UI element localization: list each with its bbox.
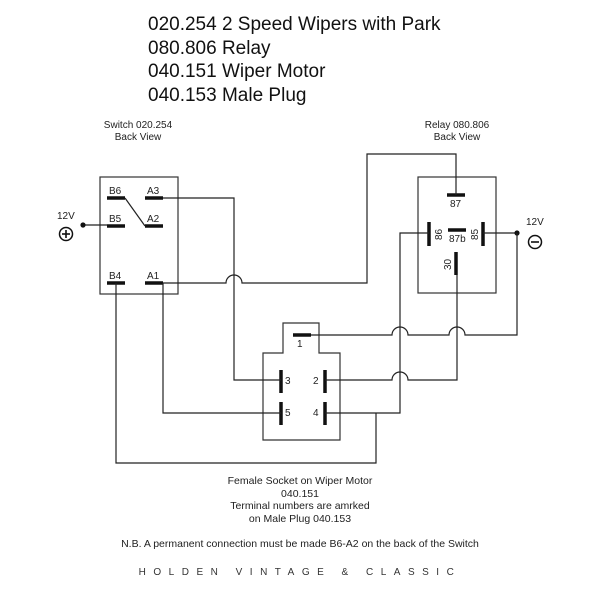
- label-85: 85: [470, 228, 481, 240]
- label-pin-3: 3: [285, 376, 291, 387]
- label-a3: A3: [147, 186, 160, 197]
- link-b6-a2: [124, 197, 146, 227]
- negative-voltage-label: 12V: [526, 217, 544, 228]
- label-86: 86: [434, 228, 445, 240]
- socket-caption-line2: 040.151: [281, 487, 319, 500]
- socket-caption-line4: on Male Plug 040.153: [248, 512, 352, 525]
- switch-label-line1: Switch 020.254: [103, 120, 173, 131]
- wire-pin2-relay30: [325, 275, 458, 381]
- positive-icon: [58, 226, 74, 242]
- label-87b: 87b: [449, 234, 466, 245]
- label-87: 87: [450, 199, 462, 210]
- label-a2: A2: [147, 214, 160, 225]
- brand-footer: HOLDEN VINTAGE & CLASSIC: [138, 567, 462, 578]
- wire-a1-relay87: [163, 153, 457, 284]
- relay-label: Relay 080.806 Back View: [407, 120, 507, 144]
- socket-caption-line3: Terminal numbers are amrked: [230, 500, 370, 512]
- relay-label-line1: Relay 080.806: [424, 120, 490, 131]
- wire-pin1-negative: [311, 233, 518, 336]
- positive-voltage-label: 12V: [57, 211, 75, 222]
- wire-a3-pin3: [163, 197, 281, 381]
- socket-caption-line1: Female Socket on Wiper Motor: [227, 475, 373, 487]
- title-line-2: 080.806 Relay: [148, 37, 271, 59]
- label-pin-1: 1: [297, 339, 303, 350]
- wire-pin4-relay86: [325, 232, 429, 414]
- label-pin-2: 2: [313, 376, 319, 387]
- permanent-connection-note: N.B. A permanent connection must be made…: [121, 538, 479, 550]
- positive-node: [80, 222, 86, 228]
- label-b6: B6: [109, 186, 122, 197]
- label-a1: A1: [147, 271, 160, 282]
- label-pin-4: 4: [313, 408, 319, 419]
- title-line-3: 040.151 Wiper Motor: [148, 61, 326, 82]
- title-line-4: 040.153 Male Plug: [148, 84, 307, 106]
- negative-icon: [527, 234, 543, 250]
- relay-label-line2: Back View: [433, 132, 481, 143]
- label-b4: B4: [109, 271, 122, 282]
- switch-label-line2: Back View: [114, 132, 162, 143]
- label-30: 30: [443, 258, 454, 270]
- switch-label: Switch 020.254 Back View: [88, 120, 188, 144]
- title-block: 020.254 2 Speed Wipers with Park 080.806…: [148, 13, 441, 107]
- wire-b4-pin4: [115, 283, 377, 464]
- plug-body: [262, 322, 341, 441]
- label-pin-5: 5: [285, 408, 291, 419]
- switch-body: [99, 176, 179, 295]
- title-line-1: 020.254 2 Speed Wipers with Park: [148, 14, 441, 35]
- label-b5: B5: [109, 214, 122, 225]
- socket-caption: Female Socket on Wiper Motor 040.151 Ter…: [0, 475, 600, 525]
- wire-a1-pin5: [162, 283, 281, 414]
